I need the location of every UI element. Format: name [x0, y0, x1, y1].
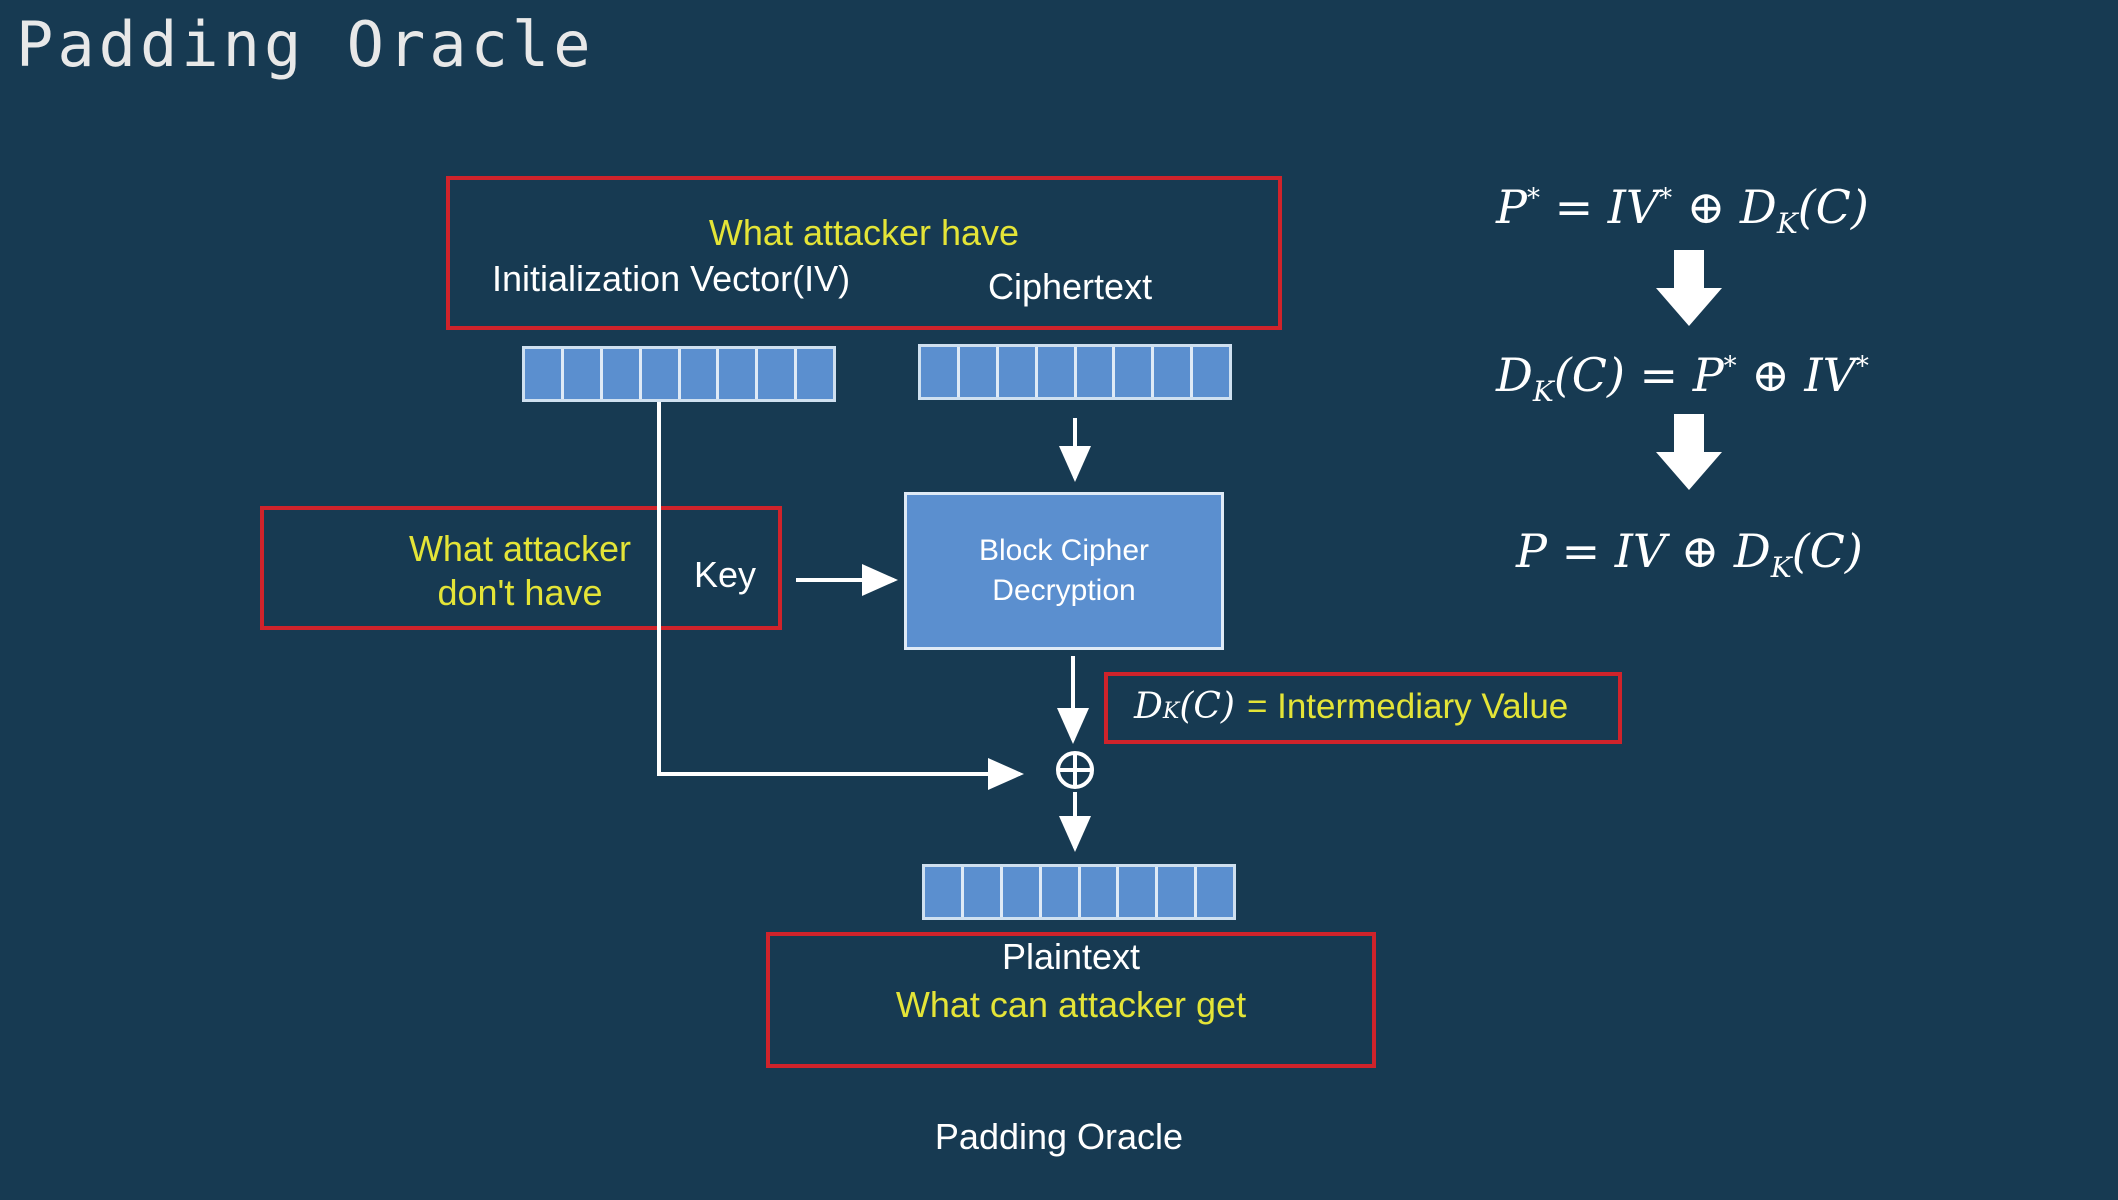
block-cell — [564, 349, 603, 399]
key-label: Key — [694, 554, 757, 595]
block-cell — [525, 349, 564, 399]
block-cell — [681, 349, 720, 399]
intermediary-value-box — [1104, 672, 1622, 744]
block-cell — [1154, 347, 1194, 397]
block-cell — [964, 867, 1003, 917]
intermediary-K: K — [1162, 699, 1180, 724]
intermediary-D: D — [1134, 686, 1163, 727]
attacker-get-heading: What can attacker get — [895, 984, 1247, 1025]
block-cell — [1038, 347, 1077, 397]
equation-3: P = IV ⊕ DK(C) — [1516, 524, 1863, 585]
ciphertext-blocks — [918, 344, 1232, 400]
block-cell — [1158, 867, 1198, 917]
block-cell — [719, 349, 759, 399]
block-cell — [642, 349, 681, 399]
block-cell — [960, 347, 999, 397]
attacker-have-heading: What attacker have — [708, 212, 1020, 253]
xor-icon — [1056, 751, 1094, 789]
block-cell — [925, 867, 964, 917]
equation-1: P* = IV* ⊕ DK(C) — [1496, 180, 1869, 241]
block-cell — [1003, 867, 1042, 917]
block-cell — [1077, 347, 1116, 397]
dont-have-line2: don't have — [437, 572, 603, 613]
plaintext-blocks — [922, 864, 1236, 920]
block-cell — [1081, 867, 1120, 917]
dont-have-line1: What attacker — [408, 528, 632, 569]
block-cell — [758, 349, 798, 399]
down-arrow-icon — [1656, 250, 1722, 326]
decrypt-line1: Block Cipher — [978, 534, 1150, 567]
block-cell — [1042, 867, 1081, 917]
iv-label: Initialization Vector(IV) — [492, 258, 851, 299]
iv-blocks — [522, 346, 836, 402]
attacker-have-box — [446, 176, 1282, 330]
block-cell — [1119, 867, 1159, 917]
ciphertext-label: Ciphertext — [988, 266, 1153, 307]
iv-to-xor-wire — [657, 402, 1018, 776]
block-cell — [999, 347, 1038, 397]
plaintext-label: Plaintext — [1001, 936, 1141, 977]
intermediary-text: = Intermediary Value — [1246, 687, 1569, 726]
figure-caption: Padding Oracle — [934, 1116, 1184, 1157]
intermediary-C: (C) — [1179, 686, 1235, 727]
block-cell — [921, 347, 960, 397]
attacker-get-box — [766, 932, 1376, 1068]
block-cell — [1115, 347, 1155, 397]
block-cipher-decryption-box: Block Cipher Decryption — [904, 492, 1224, 650]
attacker-dont-have-box — [260, 506, 782, 630]
slide-title: Padding Oracle — [16, 8, 595, 81]
down-arrow-icon — [1656, 414, 1722, 490]
equation-2: DK(C) = P* ⊕ IV* — [1496, 348, 1869, 409]
decrypt-line2: Decryption — [992, 574, 1136, 607]
block-cell — [603, 349, 642, 399]
